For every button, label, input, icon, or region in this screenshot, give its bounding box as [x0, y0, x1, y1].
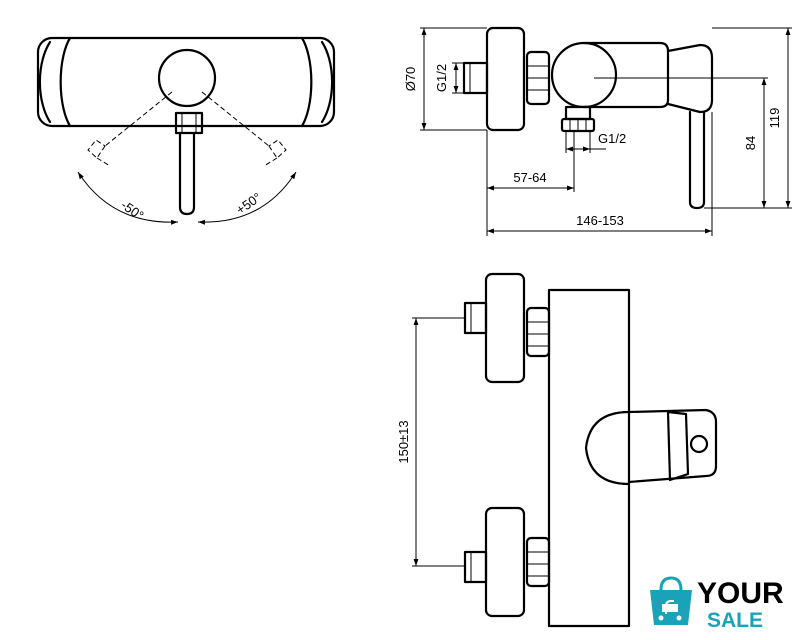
front-view-upper-nut [525, 306, 551, 358]
side-view-knob [550, 41, 618, 109]
angle-arc-left [77, 171, 179, 225]
side-view-body [582, 41, 670, 109]
logo-word-top: YOUR [697, 577, 784, 610]
front-view-lever-grip [666, 410, 690, 482]
top-view: -50° +50° [36, 36, 336, 225]
front-view-lever [627, 408, 718, 484]
inlet-thread-label: G1/2 [434, 64, 449, 92]
front-view-bowl [584, 410, 631, 486]
front-view: 150±13 [396, 272, 718, 628]
front-view-upper-flange [484, 272, 526, 384]
lever-swing-left [87, 91, 173, 167]
depth-146-153-label: 146-153 [576, 213, 624, 228]
top-view-body [36, 36, 336, 128]
side-view-wall-flange [485, 26, 526, 132]
side-view-inlet-thread [462, 61, 489, 95]
spacing-150-label: 150±13 [396, 420, 411, 463]
front-view-lever-button [689, 434, 709, 454]
logo-word-bottom: SALE [707, 609, 763, 632]
top-view-lever [178, 131, 196, 216]
top-view-left-flange [38, 36, 72, 128]
front-view-upper-thread [463, 301, 488, 335]
front-view-lower-thread [463, 550, 488, 584]
front-view-lower-flange [484, 506, 526, 618]
your-sale-logo: YOUR SALE [650, 576, 784, 632]
front-view-lower-nut [525, 536, 551, 588]
outlet-thread-label: G1/2 [598, 131, 626, 146]
top-view-knob [157, 48, 217, 108]
angle-arc-right [197, 171, 297, 225]
side-view-lever [688, 110, 706, 210]
side-view: Ø70 G1/2 G1/2 84 119 57-64 146-153 [403, 26, 792, 236]
side-view-hex-nut [525, 50, 551, 106]
shopping-bag-icon [650, 576, 692, 625]
lever-swing-right [201, 91, 287, 167]
side-view-outlet [560, 105, 596, 133]
depth-57-64-label: 57-64 [513, 170, 546, 185]
height-84-label: 84 [743, 136, 758, 150]
top-view-right-flange [300, 36, 334, 128]
top-view-nut [174, 111, 204, 135]
diameter-label: Ø70 [403, 67, 418, 92]
height-119-label: 119 [767, 108, 782, 129]
front-view-body [547, 288, 631, 628]
